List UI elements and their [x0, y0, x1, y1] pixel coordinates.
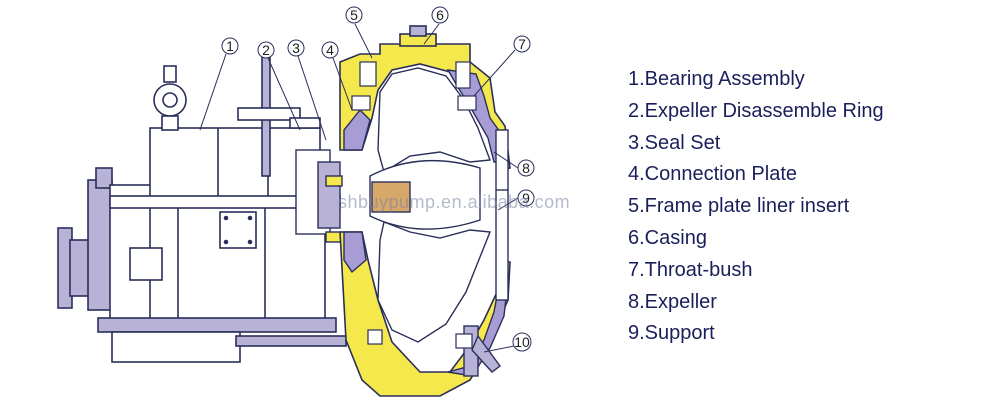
- parts-legend: 1.Bearing Assembly 2.Expeller Disassembl…: [628, 64, 884, 350]
- callout-marker-7: 7: [513, 35, 531, 53]
- pump-cross-section-diagram: 1 2 3 4 5 6 7 8 9 10: [57, 6, 535, 397]
- callout-marker-10: 10: [512, 332, 532, 352]
- callout-marker-4: 4: [321, 41, 339, 59]
- callout-number: 6: [436, 7, 444, 23]
- callout-number: 1: [226, 38, 234, 54]
- callout-number: 8: [522, 160, 530, 176]
- legend-item: 9.Support: [628, 322, 715, 345]
- legend-item: 4.Connection Plate: [628, 163, 798, 186]
- callout-number: 10: [514, 334, 530, 350]
- callout-marker-2: 2: [257, 41, 275, 59]
- callout-number: 4: [326, 42, 334, 58]
- callout-number: 3: [292, 40, 300, 56]
- legend-item: 6.Casing: [628, 226, 707, 249]
- callout-marker-9: 9: [517, 189, 535, 207]
- callout-marker-3: 3: [287, 39, 305, 57]
- callout-number: 7: [518, 36, 526, 52]
- legend-item: 7.Throat-bush: [628, 258, 753, 281]
- legend-item: 3.Seal Set: [628, 131, 721, 154]
- watermark-text: shbuypump.en.alibaba.com: [338, 192, 571, 212]
- callout-marker-5: 5: [345, 6, 363, 24]
- casing-bolts: [351, 61, 477, 349]
- legend-item: 5.Frame plate liner insert: [628, 195, 850, 218]
- bearing-assembly: [57, 55, 347, 363]
- callout-leaders: [199, 23, 519, 353]
- callout-marker-1: 1: [221, 37, 239, 55]
- callout-marker-8: 8: [517, 159, 535, 177]
- seal-set: [295, 149, 343, 243]
- callout-number: 2: [262, 42, 270, 58]
- callout-marker-6: 6: [431, 6, 449, 24]
- suction-cover: [495, 129, 509, 301]
- expeller: [369, 67, 491, 343]
- legend-item: 1.Bearing Assembly: [628, 68, 805, 90]
- callout-number: 5: [350, 7, 358, 23]
- callout-number: 9: [522, 190, 530, 206]
- legend-item: 8.Expeller: [628, 290, 717, 313]
- legend-item: 2.Expeller Disassemble Ring: [628, 99, 884, 122]
